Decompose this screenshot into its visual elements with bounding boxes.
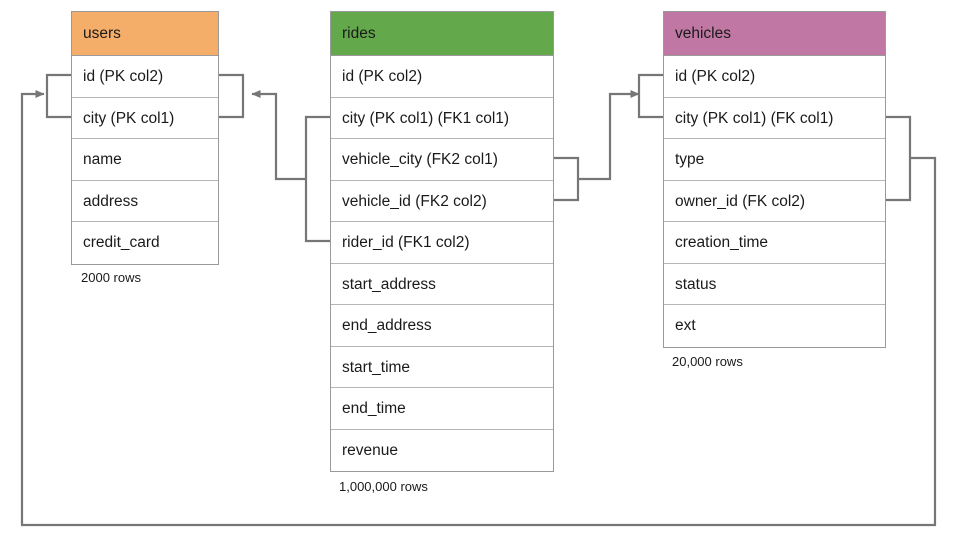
vehicles-left-bracket: [637, 73, 663, 119]
table-rides-column-rider-id[interactable]: rider_id (FK1 col2): [331, 222, 553, 264]
table-users-column-name[interactable]: name: [72, 139, 218, 181]
table-vehicles-column-city[interactable]: city (PK col1) (FK col1): [664, 98, 885, 139]
table-rides-column-start-time[interactable]: start_time: [331, 347, 553, 388]
table-vehicles-column-ext[interactable]: ext: [675, 317, 696, 334]
table-users[interactable]: users id (PK col2) city (PK col1) name a…: [71, 11, 219, 265]
table-rides-column-city[interactable]: city (PK col1) (FK1 col1): [331, 98, 553, 139]
users-left-bracket: [45, 73, 71, 119]
table-rides-column-vehicle-id[interactable]: vehicle_id (FK2 col2): [331, 181, 553, 222]
table-vehicles-column-owner-id[interactable]: owner_id (FK col2): [664, 181, 885, 222]
rides-fk1-bracket: [304, 115, 330, 243]
table-users-column-address[interactable]: address: [72, 181, 218, 222]
table-vehicles-column-status[interactable]: status: [664, 264, 885, 305]
table-rides-column-end-address[interactable]: end_address: [331, 305, 553, 347]
table-vehicles-column-id[interactable]: id (PK col2): [664, 56, 885, 98]
table-rides-column-revenue[interactable]: revenue: [342, 441, 399, 459]
table-users-header: users: [72, 12, 218, 56]
table-rides-column-id[interactable]: id (PK col2): [331, 56, 553, 98]
table-rides-column-vehicle-city[interactable]: vehicle_city (FK2 col1): [331, 139, 553, 181]
vehicles-fk-bracket: [886, 115, 912, 202]
rides-fk1-to-users-link: [251, 90, 306, 181]
table-vehicles-column-type[interactable]: type: [664, 139, 885, 181]
table-rides-header: rides: [331, 12, 553, 56]
table-rides[interactable]: rides id (PK col2) city (PK col1) (FK1 c…: [330, 11, 554, 472]
table-vehicles[interactable]: vehicles id (PK col2) city (PK col1) (FK…: [663, 11, 886, 348]
table-vehicles-header: vehicles: [664, 12, 885, 56]
table-users-column-id[interactable]: id (PK col2): [72, 56, 218, 98]
table-users-row-count: 2000 rows: [81, 270, 141, 285]
vehicles-fk-to-users-link: [20, 90, 937, 527]
rides-fk2-to-vehicles-link: [578, 90, 640, 181]
table-rides-column-start-address[interactable]: start_address: [331, 264, 553, 305]
rides-fk2-bracket: [554, 156, 580, 202]
table-rides-row-count: 1,000,000 rows: [339, 479, 428, 494]
users-right-bracket: [219, 73, 245, 119]
table-vehicles-column-creation-time[interactable]: creation_time: [664, 222, 885, 264]
table-vehicles-row-count: 20,000 rows: [672, 354, 743, 369]
table-rides-column-end-time[interactable]: end_time: [331, 388, 553, 430]
table-users-column-city[interactable]: city (PK col1): [72, 98, 218, 139]
table-users-column-credit-card[interactable]: credit_card: [83, 234, 160, 251]
